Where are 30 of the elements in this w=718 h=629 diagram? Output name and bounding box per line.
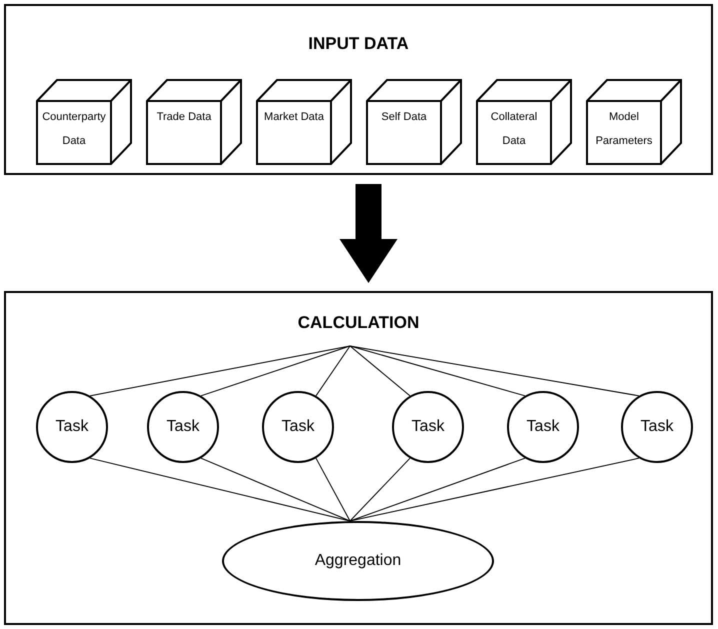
data-label: Model Parameters [594, 110, 654, 149]
block-arrow [340, 184, 398, 283]
task-circle: Task [507, 391, 579, 463]
task-circle: Task [621, 391, 693, 463]
connector-line [200, 458, 350, 522]
section-title: CALCULATION [296, 313, 420, 333]
task-circle: Task [392, 391, 464, 463]
task-circle: Task [147, 391, 219, 463]
aggregation-ellipse: Aggregation [222, 521, 494, 601]
data-label: Market Data [263, 110, 325, 125]
connector-line [200, 346, 350, 396]
task-circle: Task [262, 391, 334, 463]
connector-line [350, 346, 410, 396]
connector-line [90, 346, 350, 396]
section-panel [4, 291, 713, 625]
connector-line [350, 346, 526, 396]
data-label: Trade Data [156, 110, 212, 125]
connector-line [350, 458, 526, 522]
connector-line [350, 458, 410, 522]
connector-line [350, 346, 640, 396]
section-panel [4, 4, 713, 175]
connector-line [316, 346, 350, 396]
connector-line [316, 458, 350, 522]
task-circle: Task [36, 391, 108, 463]
section-title: INPUT DATA [307, 34, 410, 54]
data-label: Collateral Data [490, 110, 538, 149]
connector-line [350, 458, 640, 522]
data-label: Counterparty Data [41, 110, 107, 149]
data-label: Self Data [380, 110, 428, 125]
connector-line [90, 458, 350, 522]
